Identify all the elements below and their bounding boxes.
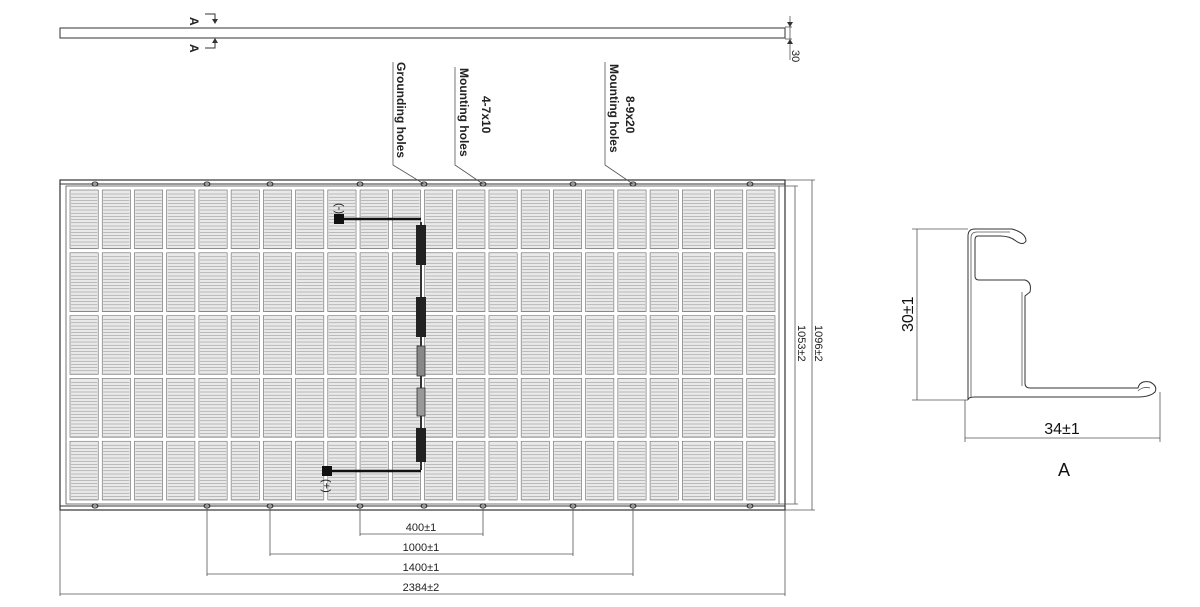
- module-view: (-) (+) Grounding holes 4-7x10 Mounting …: [59, 62, 824, 596]
- dim-length: 2384±2: [403, 582, 440, 594]
- mounting-large-size: 8-9x20: [623, 96, 637, 134]
- side-profile-bar: [59, 27, 786, 39]
- frame-profile: [967, 228, 1157, 401]
- connector-low: [416, 387, 426, 417]
- length-dimensions: 400±1 1000±1 1400±1 2384±2: [59, 508, 786, 596]
- junction-box-cables: (-) (+): [320, 203, 426, 493]
- connector-mid: [416, 345, 426, 377]
- hole-callouts: Grounding holes 4-7x10 Mounting holes 8-…: [392, 62, 637, 185]
- section-marker-top: A: [187, 17, 201, 26]
- frame-section-a: 30±1 34±1 A: [900, 228, 1161, 480]
- grounding-holes-label: Grounding holes: [394, 62, 408, 158]
- mounting-small-size: 4-7x10: [479, 96, 493, 134]
- dim-inner-width: 1053±2: [795, 325, 807, 362]
- solar-cell-grid: [68, 189, 777, 501]
- side-view: 30 A A: [59, 13, 801, 62]
- dim-1400: 1400±1: [403, 562, 440, 574]
- dim-1000: 1000±1: [403, 542, 440, 554]
- junction-box-mid: [416, 297, 426, 337]
- section-width-label: 34±1: [1044, 421, 1080, 438]
- negative-terminal-label: (-): [333, 203, 345, 214]
- mounting-small-label: Mounting holes: [457, 68, 471, 157]
- side-thickness-label: 30: [789, 50, 801, 62]
- positive-terminal-label: (+): [320, 479, 332, 493]
- width-dimensions: 1053±2 1096±2: [779, 179, 824, 511]
- mounting-large-label: Mounting holes: [607, 64, 621, 153]
- frame-holes: [91, 181, 754, 509]
- dim-400: 400±1: [406, 522, 437, 534]
- dim-width: 1096±2: [812, 325, 824, 362]
- section-height-label: 30±1: [900, 296, 917, 332]
- section-marker-bottom: A: [187, 44, 201, 53]
- junction-box-bottom: [416, 428, 426, 462]
- section-label: A: [1058, 460, 1070, 480]
- junction-box-top: [416, 225, 426, 265]
